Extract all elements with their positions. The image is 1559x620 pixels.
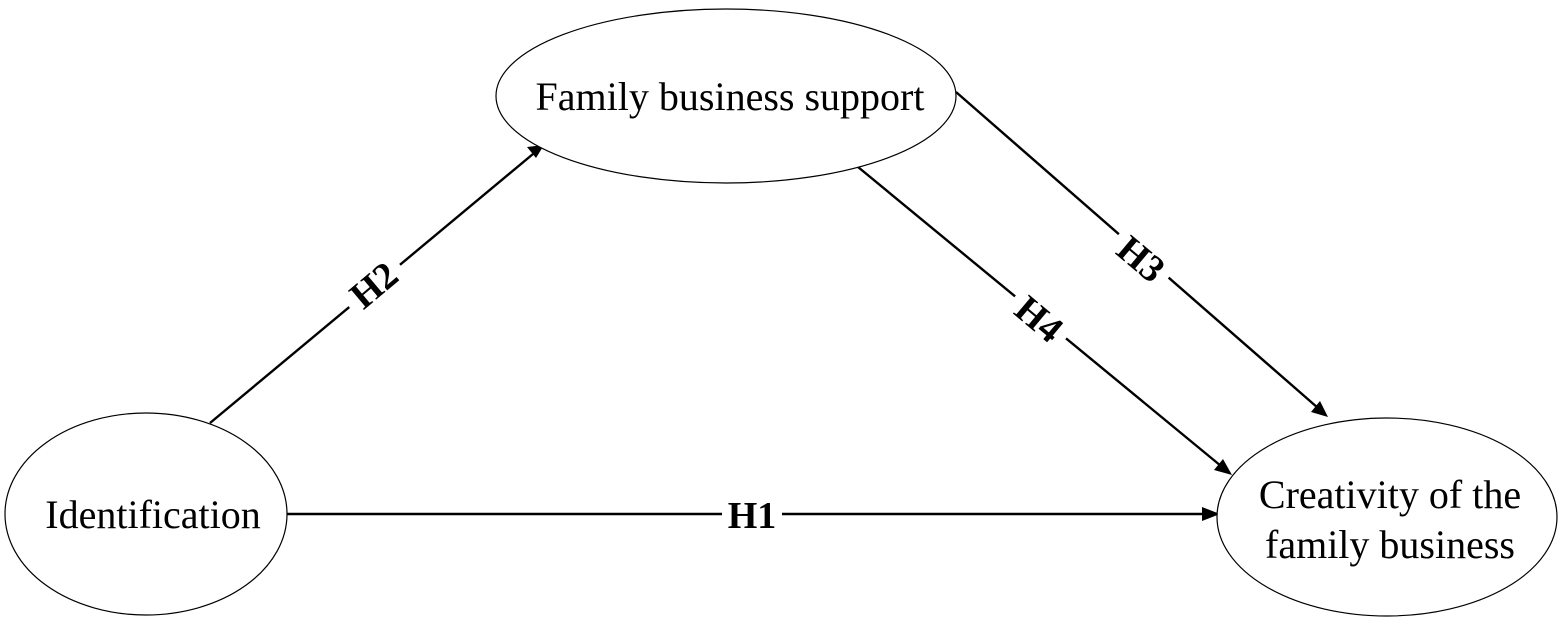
edge-h1-label-bg [722,494,782,534]
edge-h3-label-bg [1102,219,1182,297]
node-creativity-label-line-1: Creativity of the [1259,472,1521,517]
edge-h1: H1 [287,494,1220,537]
edge-h4-arrowhead [1214,459,1232,475]
edge-h2-arrowhead [527,145,544,158]
edge-h4-label-bg [1000,279,1080,357]
node-creativity-label-line-2: family business [1265,522,1515,567]
edge-h2-label-bg [333,245,413,323]
edge-h3-arrowhead [1311,401,1328,417]
node-identification-ellipse [4,412,288,616]
node-identification-label: Identification [45,492,260,537]
node-identification: Identification [4,412,288,616]
edge-h4: H4 [857,166,1232,475]
node-creativity-ellipse [1216,417,1558,617]
node-family-business-support: Family business support [495,8,957,184]
node-family-business-support-label: Family business support [536,74,925,119]
edge-h1-label: H1 [728,495,777,537]
edge-h1-arrowhead [1202,507,1220,521]
node-creativity-of-the-family-business: Creativity of the family business [1216,417,1558,617]
edge-h3: H3 [955,91,1328,417]
edge-h2: H2 [209,145,544,424]
node-family-business-support-ellipse [495,8,957,184]
